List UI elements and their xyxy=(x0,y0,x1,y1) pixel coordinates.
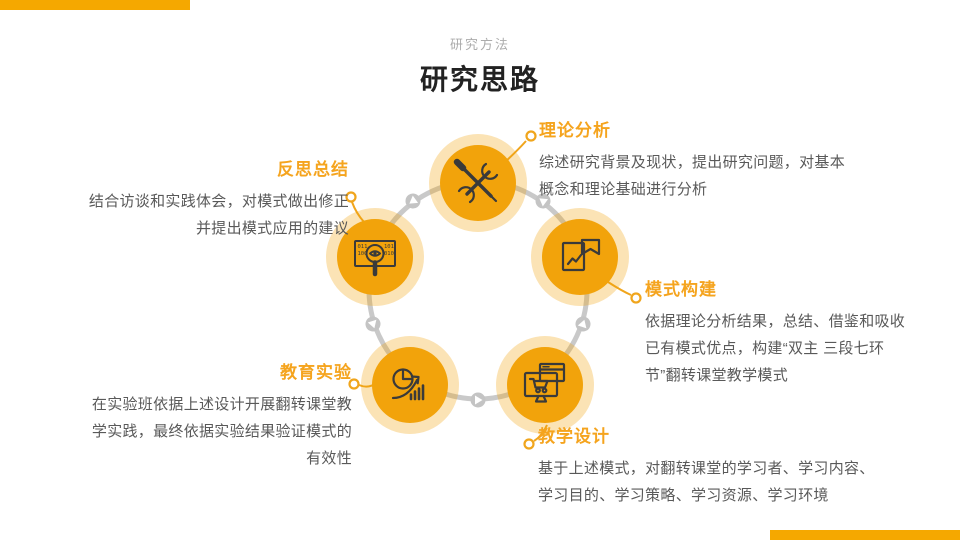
leader-model xyxy=(607,281,632,296)
svg-text:100: 100 xyxy=(358,251,368,257)
step-label-model: 模式构建 xyxy=(645,280,717,299)
svg-text:101: 101 xyxy=(384,244,394,250)
step-desc-design: 基于上述模式，对翻转课堂的学习者、学习内容、学习目的、学习策略、学习资源、学习环… xyxy=(538,460,875,504)
flow-marker xyxy=(365,316,381,332)
step-desc-experiment: 在实验班依据上述设计开展翻转课堂教学实践，最终依据实验结果验证模式的有效性 xyxy=(91,396,352,467)
tools-icon xyxy=(453,158,499,204)
flow-marker xyxy=(405,193,421,209)
slide-subtitle: 研究方法 xyxy=(449,37,510,52)
top-left-accent-bar xyxy=(0,0,190,10)
flow-marker xyxy=(470,392,486,408)
svg-text:011: 011 xyxy=(358,244,368,250)
flag-bookmark-icon xyxy=(561,238,601,272)
step-desc-theory: 综述研究背景及现状，提出研究问题，对基本概念和理论基础进行分析 xyxy=(539,154,846,198)
step-desc-model: 依据理论分析结果，总结、借鉴和吸收已有模式优点，构建“双主 三段七环节”翻转课堂… xyxy=(645,313,906,384)
step-label-reflection: 反思总结 xyxy=(277,160,349,179)
step-desc-reflection: 结合访谈和实践体会，对模式做出修正并提出模式应用的建议 xyxy=(88,193,349,237)
page-title: 研究思路 xyxy=(419,64,540,95)
step-block-experiment: 教育实验 在实验班依据上述设计开展翻转课堂教学实践，最终依据实验结果验证模式的有… xyxy=(89,363,352,472)
svg-text:010: 010 xyxy=(384,251,394,257)
step-label-theory: 理论分析 xyxy=(539,121,611,140)
leader-reflection xyxy=(351,201,365,223)
step-block-design: 教学设计 基于上述模式，对翻转课堂的学习者、学习内容、学习目的、学习策略、学习资… xyxy=(538,427,888,509)
flow-marker xyxy=(535,193,551,209)
step-node-theory xyxy=(429,134,527,232)
step-node-design xyxy=(496,336,594,434)
step-block-theory: 理论分析 综述研究背景及现状，提出研究问题，对基本概念和理论基础进行分析 xyxy=(539,121,859,203)
step-node-model xyxy=(531,208,629,306)
step-block-reflection: 反思总结 结合访谈和实践体会，对模式做出修正并提出模式应用的建议 xyxy=(86,160,349,242)
leader-design xyxy=(533,424,548,442)
bottom-right-accent-bar xyxy=(770,530,960,540)
step-node-experiment xyxy=(361,336,459,434)
monitor-cart-icon xyxy=(523,362,566,403)
flow-marker xyxy=(575,316,591,332)
leader-end-rings xyxy=(345,130,642,450)
step-node-reflection: 011 100 101 010 xyxy=(326,208,424,306)
step-block-model: 模式构建 依据理论分析结果，总结、借鉴和吸收已有模式优点，构建“双主 三段七环节… xyxy=(645,280,925,389)
step-label-experiment: 教育实验 xyxy=(280,363,352,382)
pie-chart-growth-icon xyxy=(391,368,425,401)
slide-header: 研究方法 研究思路 xyxy=(0,34,960,98)
magnifier-binary-icon: 011 100 101 010 xyxy=(354,240,396,277)
node-circle xyxy=(337,219,413,295)
step-label-design: 教学设计 xyxy=(538,427,610,446)
